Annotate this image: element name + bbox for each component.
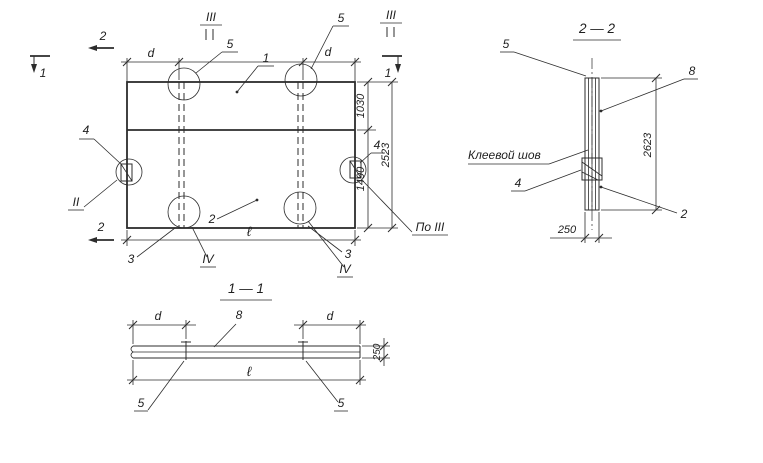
- joint-hidden-lines: [178, 82, 304, 228]
- plan-view: d d ℓ 1030 1490 2523 1 1 2 2: [30, 8, 448, 278]
- sec2-pos-4: 4: [515, 176, 522, 190]
- section-2-2-title: 2 — 2: [578, 21, 616, 36]
- section-mark-2-bottom: 2: [88, 220, 114, 243]
- dim-d-left: d: [148, 46, 155, 60]
- section-1-1-view: 1 — 1: [127, 281, 390, 412]
- glue-seam-note: Клеевой шов: [468, 148, 541, 162]
- dim-2523: 2523: [380, 142, 392, 168]
- sec1-pos-5-right: 5: [338, 396, 345, 410]
- dim-length: ℓ: [247, 224, 252, 239]
- section-1-1-joint-marks: [181, 341, 308, 360]
- section-mark-2-top: 2: [88, 29, 114, 51]
- sec1-pos-5-left: 5: [138, 396, 145, 410]
- section-1-1-dim-lines: [127, 320, 390, 385]
- dim-250-sec2: 250: [557, 224, 577, 236]
- sec1-dim-length: ℓ: [247, 364, 252, 379]
- sec1-dim-d-right: d: [327, 309, 334, 323]
- section-2-2-laminated-strip: [584, 77, 600, 211]
- section-mark-2-top-label: 2: [99, 29, 107, 43]
- sec1-pos-8: 8: [236, 308, 243, 322]
- callout-IV-left: IV: [202, 252, 214, 266]
- edge-inserts: [120, 160, 362, 182]
- callout-IV-right: IV: [339, 262, 351, 276]
- leader-dot-2b: [599, 185, 603, 189]
- section-mark-2-bottom-label: 2: [97, 220, 105, 234]
- section-mark-1-left: 1: [30, 55, 50, 80]
- section-1-1-strip: [130, 345, 361, 359]
- section-1-1-leaders: [134, 323, 348, 412]
- section-2-2-insert-block: [581, 157, 603, 181]
- panel-outline: [126, 81, 356, 229]
- leader-dot-1: [235, 90, 239, 94]
- pos-5-left: 5: [227, 37, 234, 51]
- dim-1490: 1490: [355, 166, 367, 191]
- pos-3-left: 3: [128, 252, 135, 266]
- view-note-po-III: По III: [416, 220, 445, 234]
- plan-dimension-lines: [121, 61, 393, 241]
- sec2-pos-8: 8: [689, 64, 696, 78]
- section-mark-1-left-label: 1: [40, 66, 47, 80]
- plan-leader-lines: [68, 25, 448, 278]
- pos-2: 2: [208, 212, 216, 226]
- pos-4-left: 4: [83, 123, 90, 137]
- pos-4-right: 4: [374, 138, 381, 152]
- dim-d-right: d: [325, 45, 332, 59]
- view-mark-3-right: III: [380, 8, 402, 37]
- leader-dot-8: [599, 109, 603, 113]
- leader-dot-2: [255, 198, 259, 202]
- plan-extension-lines: [126, 58, 398, 246]
- section-1-1-title: 1 — 1: [228, 281, 264, 296]
- pos-3-right: 3: [345, 247, 352, 261]
- section-2-2-view: 2 — 2 5 8 Клеевой шов 4 2: [468, 21, 698, 243]
- section-2-2-leaders: [468, 51, 698, 214]
- sec2-pos-2: 2: [680, 207, 688, 221]
- detail-circles: [115, 63, 367, 229]
- pos-1: 1: [263, 51, 270, 65]
- section-2-2-dim-lines: [550, 77, 662, 243]
- dim-1030: 1030: [355, 93, 367, 118]
- view-mark-3-left: III: [200, 10, 222, 40]
- sec1-dim-250: 250: [372, 343, 383, 361]
- section-mark-1-right: 1: [382, 55, 402, 80]
- pos-5-right: 5: [338, 11, 345, 25]
- view-mark-3-left-label: III: [206, 10, 217, 24]
- dim-2623: 2623: [642, 132, 654, 158]
- sec1-dim-d-left: d: [155, 309, 162, 323]
- callout-II: II: [73, 195, 80, 209]
- section-mark-1-right-label: 1: [385, 66, 392, 80]
- sec2-pos-5: 5: [503, 37, 510, 51]
- view-mark-3-right-label: III: [386, 8, 397, 22]
